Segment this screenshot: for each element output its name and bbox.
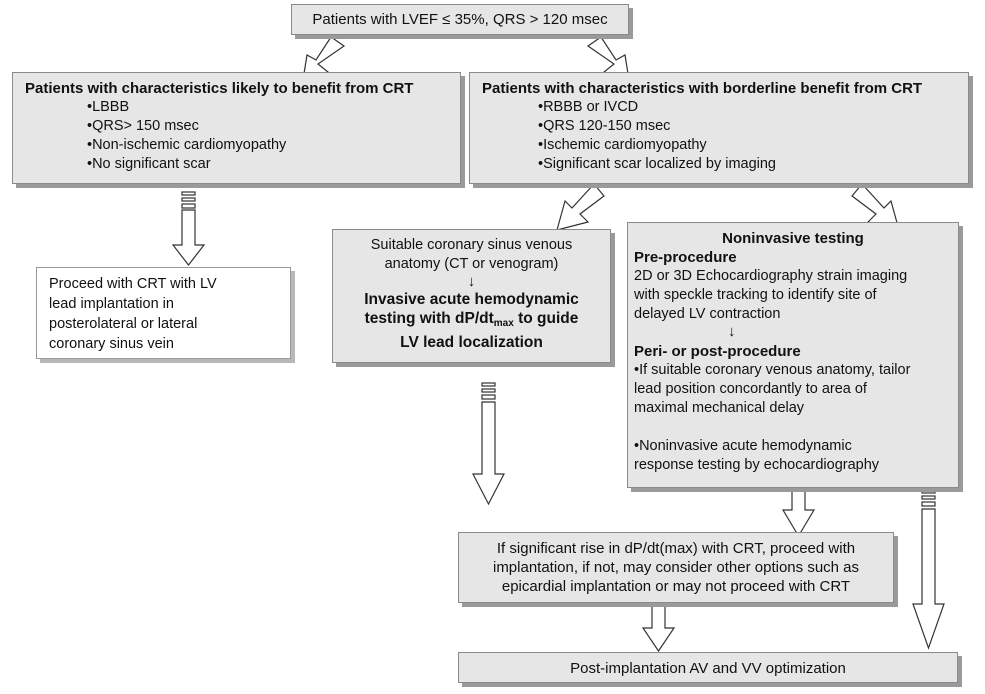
entry-criteria-text: Patients with LVEF ≤ 35%, QRS > 120 msec (312, 11, 608, 28)
borderline-heading: Patients with characteristics with borde… (482, 80, 923, 97)
borderline-item: •QRS 120-150 msec (538, 118, 671, 134)
peri-line: lead position concordantly to area of (634, 381, 867, 397)
invasive-bold-line: testing with dP/dtmax to guide (333, 309, 610, 333)
box-dpdt-rise: If significant rise in dP/dt(max) with C… (458, 532, 894, 603)
noninvasive-title: Noninvasive testing (722, 230, 864, 247)
box-proceed-crt: Proceed with CRT with LV lead implantati… (36, 267, 291, 359)
borderline-item: •RBBB or IVCD (538, 99, 639, 115)
invasive-line: Suitable coronary sinus venous (370, 237, 573, 253)
likely-item: •QRS> 150 msec (87, 118, 199, 134)
box-likely-benefit: Patients with characteristics likely to … (12, 72, 461, 184)
pre-line: with speckle tracking to identify site o… (634, 287, 877, 303)
rise-line: epicardial implantation or may not proce… (501, 578, 851, 595)
invasive-bold-line: LV lead localization (400, 334, 543, 351)
down-arrow-icon: ↓ (728, 323, 736, 340)
box-noninvasive-testing: Noninvasive testing Pre-procedure 2D or … (627, 222, 959, 488)
likely-item: •LBBB (87, 99, 130, 115)
box-borderline-benefit: Patients with characteristics with borde… (469, 72, 969, 184)
borderline-item: •Significant scar localized by imaging (538, 156, 776, 172)
borderline-item: •Ischemic cardiomyopathy (538, 137, 707, 153)
rise-line: If significant rise in dP/dt(max) with C… (496, 540, 856, 557)
likely-item: •Non-ischemic cardiomyopathy (87, 137, 287, 153)
peri-line: •If suitable coronary venous anatomy, ta… (634, 362, 911, 378)
invasive-bold-line: Invasive acute hemodynamic (364, 291, 579, 308)
pre-procedure-heading: Pre-procedure (634, 249, 737, 266)
proceed-line: lead implantation in (49, 296, 174, 312)
noninv-line: •Noninvasive acute hemodynamic (634, 438, 852, 454)
proceed-line: Proceed with CRT with LV (49, 276, 217, 292)
invasive-bold-text: testing with dP/dt (364, 310, 494, 327)
likely-heading: Patients with characteristics likely to … (25, 80, 414, 97)
arrow-likely-to-proceed (171, 191, 206, 266)
post-text: Post-implantation AV and VV optimization (570, 660, 846, 677)
peri-line: maximal mechanical delay (634, 400, 805, 416)
down-arrow-icon: ↓ (467, 273, 476, 290)
arrow-rise-to-post (641, 602, 676, 653)
invasive-subscript: max (493, 318, 514, 329)
arrow-noninvasive-to-rise (781, 487, 816, 538)
invasive-line: anatomy (CT or venogram) (384, 256, 559, 272)
proceed-line: posterolateral or lateral (49, 316, 198, 332)
proceed-line: coronary sinus vein (49, 336, 174, 352)
pre-line: 2D or 3D Echocardiography strain imaging (634, 268, 908, 284)
likely-item: •No significant scar (87, 156, 211, 172)
invasive-bold-text: to guide (513, 310, 579, 327)
box-post-optimization: Post-implantation AV and VV optimization (458, 652, 958, 683)
rise-line: implantation, if not, may consider other… (492, 559, 860, 576)
noninv-line: response testing by echocardiography (634, 457, 880, 473)
box-entry-criteria: Patients with LVEF ≤ 35%, QRS > 120 msec (291, 4, 629, 35)
arrow-invasive-to-rise (472, 382, 505, 506)
box-invasive-testing: Suitable coronary sinus venous anatomy (… (332, 229, 611, 363)
pre-line: delayed LV contraction (634, 306, 781, 322)
arrow-noninvasive-to-post (912, 489, 945, 650)
peri-procedure-heading: Peri- or post-procedure (634, 343, 801, 360)
arrow-borderline-to-invasive (556, 183, 605, 231)
